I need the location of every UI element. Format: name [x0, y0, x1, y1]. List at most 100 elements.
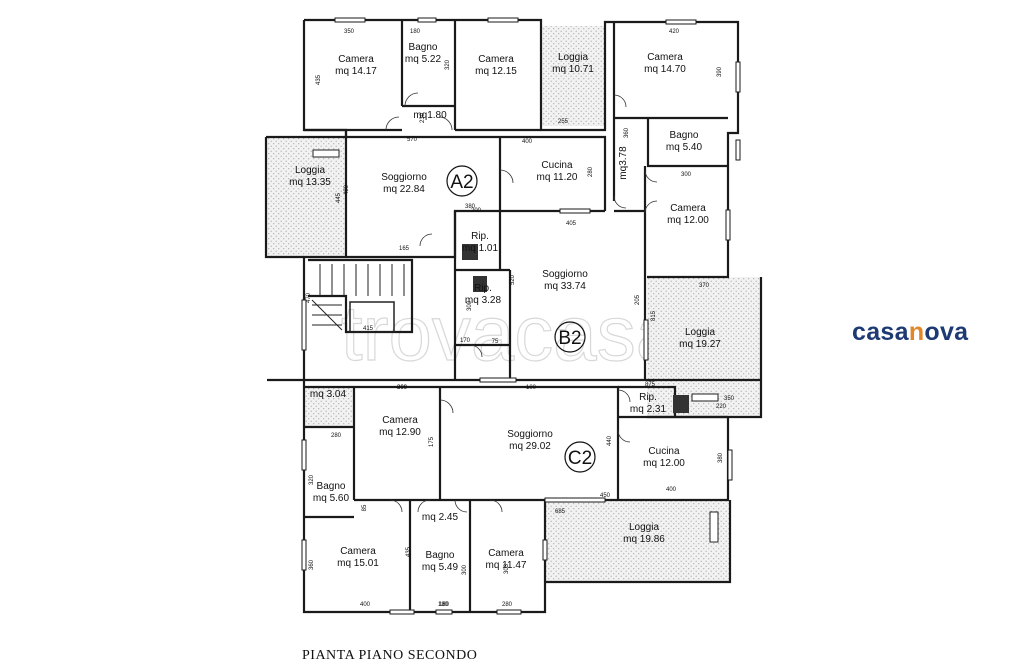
room-area: mq 3.28	[465, 295, 502, 306]
radiator-icon	[709, 511, 719, 543]
room-name: Bagno	[426, 550, 455, 561]
dimension-label: 220	[716, 404, 727, 410]
dimension-label: 300	[397, 385, 408, 391]
room-name: Rip.	[474, 283, 492, 294]
dimension-label: 470	[306, 292, 312, 303]
room-area: mq 14.17	[335, 66, 377, 77]
boiler-icon	[673, 395, 689, 413]
logo-accent: n	[908, 318, 925, 346]
dimension-label: 490	[344, 184, 350, 195]
room-name: Soggiorno	[381, 172, 427, 183]
dimension-label: 400	[360, 602, 371, 608]
room-area: mq 1.01	[462, 243, 499, 254]
dimension-label: 380	[465, 204, 476, 210]
room-name: Loggia	[685, 327, 715, 338]
dimension-label: 280	[331, 433, 342, 439]
dimension-label: 320	[445, 59, 451, 70]
loggia-c2	[545, 500, 730, 582]
dimension-label: 570	[407, 137, 418, 143]
boiler-icon	[462, 244, 478, 260]
unit-label: A2	[450, 172, 473, 193]
room-area: mq 12.00	[643, 458, 685, 469]
dimension-label: 815	[651, 310, 657, 321]
dimension-label: 180	[410, 29, 421, 35]
room-name: Soggiorno	[507, 429, 553, 440]
room-area: mq 3.04	[310, 389, 347, 400]
room-name: Camera	[340, 546, 376, 557]
dimension-label: 300	[462, 564, 468, 575]
room-name: Camera	[670, 203, 706, 214]
room-area: mq 12.15	[475, 66, 517, 77]
dimension-label: 360	[624, 127, 630, 138]
room-name: Bagno	[317, 481, 346, 492]
unit-marker-a2	[446, 165, 478, 197]
dimension-label: 415	[363, 326, 374, 332]
dimension-label: 405	[566, 221, 577, 227]
room-area: mq 10.71	[552, 64, 594, 75]
dimension-label: 170	[460, 338, 471, 344]
unit-label: B2	[558, 328, 581, 349]
dimension-label: 435	[406, 546, 412, 557]
dimension-label: 180	[439, 602, 450, 608]
room-name: Rip.	[639, 392, 657, 403]
room-name: Camera	[647, 52, 683, 63]
door-swings	[385, 92, 658, 513]
dimension-label: 300	[467, 300, 473, 311]
dimension-label: 165	[399, 246, 410, 252]
dimension-label: 420	[669, 29, 680, 35]
room-area: mq 19.27	[679, 339, 721, 350]
radiator-icon	[691, 393, 719, 402]
dimension-label: 360	[309, 559, 315, 570]
windows	[301, 17, 741, 615]
dimension-label: 400	[666, 487, 677, 493]
dimension-label: 200	[471, 208, 482, 214]
dimension-label: 100	[526, 385, 537, 391]
room-area: mq 2.31	[630, 404, 667, 415]
room-name: Loggia	[295, 165, 325, 176]
logo-suffix: ova	[924, 318, 969, 346]
unit-marker-b2	[554, 321, 586, 353]
dimension-label: 255	[558, 119, 569, 125]
room-area: mq 33.74	[544, 281, 586, 292]
room-area: mq 12.90	[379, 427, 421, 438]
room-name: Cucina	[648, 446, 680, 457]
dimension-label: 440	[607, 435, 613, 446]
room-name: Loggia	[558, 52, 588, 63]
brand-logo: casanova	[852, 318, 968, 347]
dimension-label: 370	[699, 283, 710, 289]
terrace-c2-small	[304, 387, 354, 427]
loggia-a2-top	[541, 26, 605, 126]
dimension-label: 280	[502, 602, 513, 608]
dimension-label: 280	[588, 166, 594, 177]
room-area: mq1.80	[413, 110, 447, 121]
dimension-label: 390	[717, 66, 723, 77]
dimension-label: 380	[718, 452, 724, 463]
dimension-label: 685	[555, 509, 566, 515]
room-area: mq 11.20	[537, 172, 578, 183]
room-name: Camera	[338, 54, 374, 65]
room-name: Soggiorno	[542, 269, 588, 280]
room-name: Rip.	[471, 231, 489, 242]
dimension-label: 303	[504, 563, 510, 574]
room-name: Loggia	[629, 522, 659, 533]
room-area: mq 5.49	[422, 562, 459, 573]
dimension-label: 350	[724, 396, 735, 402]
dimension-label: 175	[429, 436, 435, 447]
dimension-label: 180	[438, 602, 449, 608]
unit-marker-c2	[564, 441, 596, 473]
room-name: Camera	[382, 415, 418, 426]
dimension-label: 300	[681, 172, 692, 178]
room-area: mq 19.86	[623, 534, 665, 545]
unit-label: C2	[568, 448, 592, 469]
radiator-icon	[312, 149, 340, 158]
dimension-label: 450	[600, 493, 611, 499]
boiler-icon	[473, 276, 487, 292]
room-area: mq 12.00	[667, 215, 709, 226]
dimension-label: 300	[397, 385, 408, 391]
dimension-label: 445	[336, 192, 342, 203]
plan-caption: PIANTA PIANO SECONDO	[302, 648, 478, 663]
room-name: Bagno	[409, 42, 438, 53]
dimension-label: 205	[635, 294, 641, 305]
